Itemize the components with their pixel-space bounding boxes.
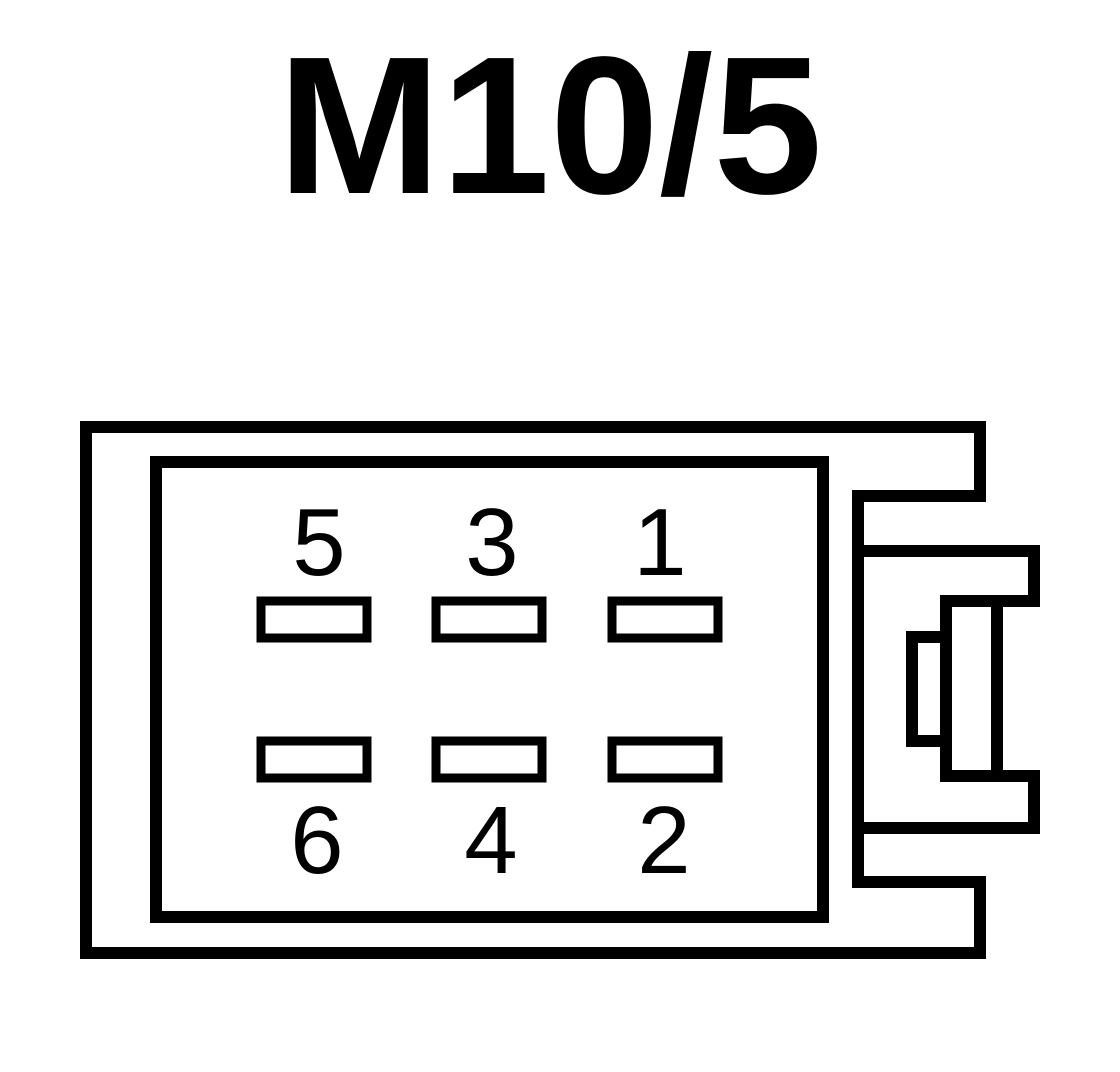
pin-terminal-bottom-right: [607, 736, 723, 783]
pin-label-top-left: 5: [292, 489, 345, 596]
pin-terminal-top-left: [256, 596, 372, 643]
pin-terminal-bottom-left: [256, 736, 372, 783]
pin-label-bottom-right: 2: [637, 787, 690, 894]
pin-label-bottom-middle: 4: [464, 787, 517, 894]
pin-label-top-right: 1: [633, 489, 686, 596]
pin-terminal-bottom-middle: [431, 736, 547, 783]
connector-face: [150, 456, 829, 923]
pin-label-bottom-left: 6: [290, 787, 343, 894]
connector-housing: [80, 421, 986, 959]
pin-terminal-top-middle: [431, 596, 547, 643]
connector-title: M10/5: [278, 16, 823, 235]
pin-terminal-top-right: [607, 596, 723, 643]
latch-button: [906, 631, 952, 747]
pin-label-top-middle: 3: [465, 489, 518, 596]
